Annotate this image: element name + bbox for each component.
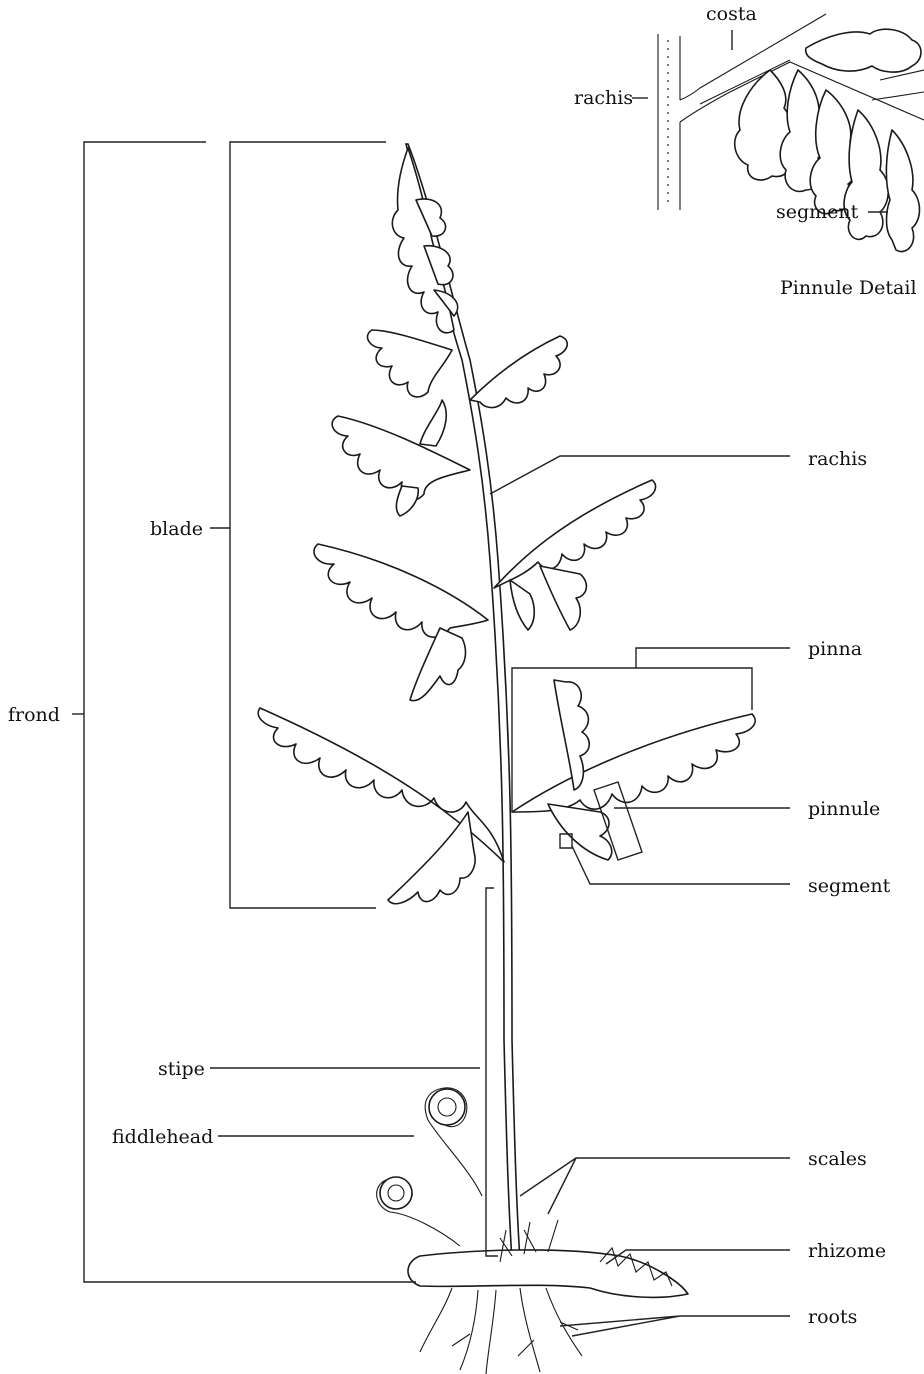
label-rhizome: rhizome — [808, 1240, 886, 1262]
fiddlehead-short-coil — [380, 1177, 412, 1209]
label-roots: roots — [808, 1306, 857, 1328]
label-frond: frond — [8, 704, 60, 726]
detail-segment-top — [806, 29, 921, 72]
detail-rachis-label: rachis — [574, 87, 633, 109]
label-scales: scales — [808, 1148, 867, 1170]
label-segment: segment — [808, 875, 891, 897]
label-stipe: stipe — [158, 1058, 205, 1080]
pinna-upper-right — [470, 336, 567, 408]
pinnule-detail-inset: costa rachis segment Pinnule Detail — [574, 3, 924, 299]
roots-lines — [420, 1288, 582, 1374]
pinna-lower-left-basal — [388, 812, 475, 904]
detail-costa-label: costa — [706, 3, 757, 25]
pinna-third-left — [314, 544, 488, 637]
label-blade: blade — [150, 518, 203, 540]
pinna-third-right-lower-pinnules — [510, 566, 586, 630]
label-rachis: rachis — [808, 448, 867, 470]
detail-veins — [872, 70, 924, 100]
roots-leader — [560, 1316, 790, 1336]
pinna-third-right — [494, 480, 656, 588]
fern-plant — [258, 144, 755, 1374]
detail-title: Pinnule Detail — [780, 277, 917, 299]
pinna-third-left-lower-pinnule — [410, 628, 465, 701]
label-fiddlehead: fiddlehead — [112, 1126, 213, 1148]
label-pinna: pinna — [808, 638, 862, 660]
blade-bracket — [230, 142, 386, 908]
scales-leader — [520, 1158, 790, 1214]
detail-segment-5 — [886, 130, 919, 252]
stem-outline — [406, 144, 520, 1260]
pinna-upper-left — [367, 330, 452, 397]
frond-bracket — [84, 142, 416, 1282]
stipe-bracket — [486, 888, 498, 1256]
rhizome-body — [408, 1250, 688, 1297]
detail-segment-label: segment — [776, 201, 859, 223]
pinna-lower-right — [512, 714, 755, 812]
label-pinnule: pinnule — [808, 798, 880, 820]
fiddlehead-tall-coil — [429, 1089, 465, 1125]
